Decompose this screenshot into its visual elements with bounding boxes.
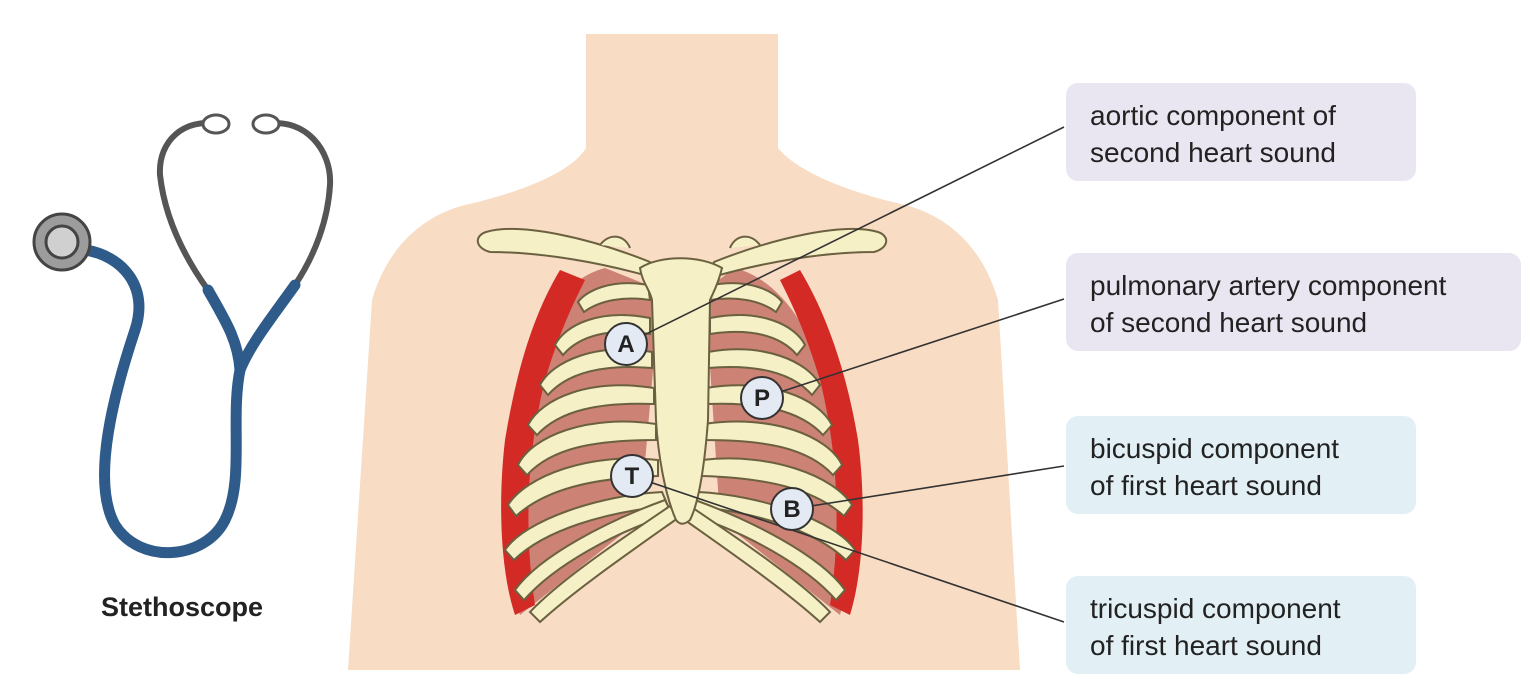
pulmonary-label: pulmonary artery component of second hea…	[1066, 253, 1521, 351]
pulmonary-label-line: pulmonary artery component	[1090, 267, 1497, 304]
svg-text:A: A	[617, 331, 634, 358]
marker-b: B	[771, 488, 813, 530]
marker-a: A	[605, 323, 647, 365]
bicuspid-label: bicuspid component of first heart sound	[1066, 416, 1416, 514]
aortic-label-line: second heart sound	[1090, 134, 1392, 171]
tricuspid-label-line: of first heart sound	[1090, 627, 1392, 664]
svg-text:B: B	[783, 496, 800, 523]
marker-t: T	[611, 455, 653, 497]
aortic-label-line: aortic component of	[1090, 97, 1392, 134]
bicuspid-label-line: bicuspid component	[1090, 430, 1392, 467]
svg-text:P: P	[754, 385, 770, 412]
pulmonary-label-line: of second heart sound	[1090, 304, 1497, 341]
stethoscope-caption: Stethoscope	[62, 592, 302, 623]
svg-text:T: T	[625, 463, 640, 490]
bicuspid-label-line: of first heart sound	[1090, 467, 1392, 504]
stethoscope-icon	[34, 115, 330, 553]
aortic-label: aortic component of second heart sound	[1066, 83, 1416, 181]
tricuspid-label-line: tricuspid component	[1090, 590, 1392, 627]
tricuspid-label: tricuspid component of first heart sound	[1066, 576, 1416, 674]
marker-p: P	[741, 377, 783, 419]
